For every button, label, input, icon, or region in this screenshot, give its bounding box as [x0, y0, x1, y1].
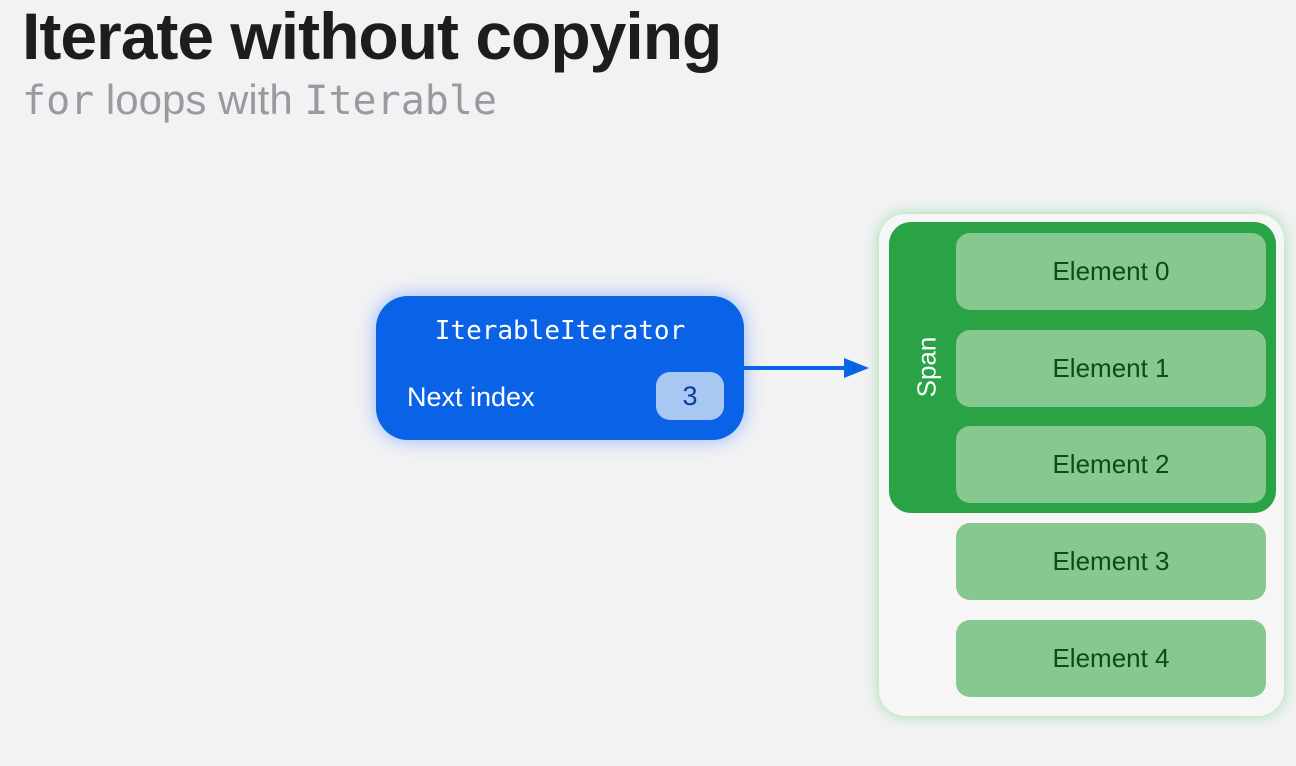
slide-title: Iterate without copying: [22, 0, 722, 73]
iterable-iterator-box: IterableIterator Next index 3: [376, 296, 744, 440]
iterator-title: IterableIterator: [434, 316, 686, 346]
element-4: Element 4: [956, 620, 1266, 697]
element-3: Element 3: [956, 523, 1266, 600]
element-2: Element 2: [956, 426, 1266, 503]
element-1: Element 1: [956, 330, 1266, 407]
subtitle-code-iterable: Iterable: [304, 78, 498, 124]
arrow-icon: [744, 358, 869, 378]
subtitle-code-for: for: [22, 78, 95, 124]
span-label: Span: [911, 336, 942, 398]
slide-subtitle: for loops with Iterable: [22, 76, 497, 124]
next-index-label: Next index: [407, 382, 535, 412]
subtitle-text: loops with: [94, 76, 305, 123]
next-index-value: 3: [656, 372, 724, 420]
element-0: Element 0: [956, 233, 1266, 310]
